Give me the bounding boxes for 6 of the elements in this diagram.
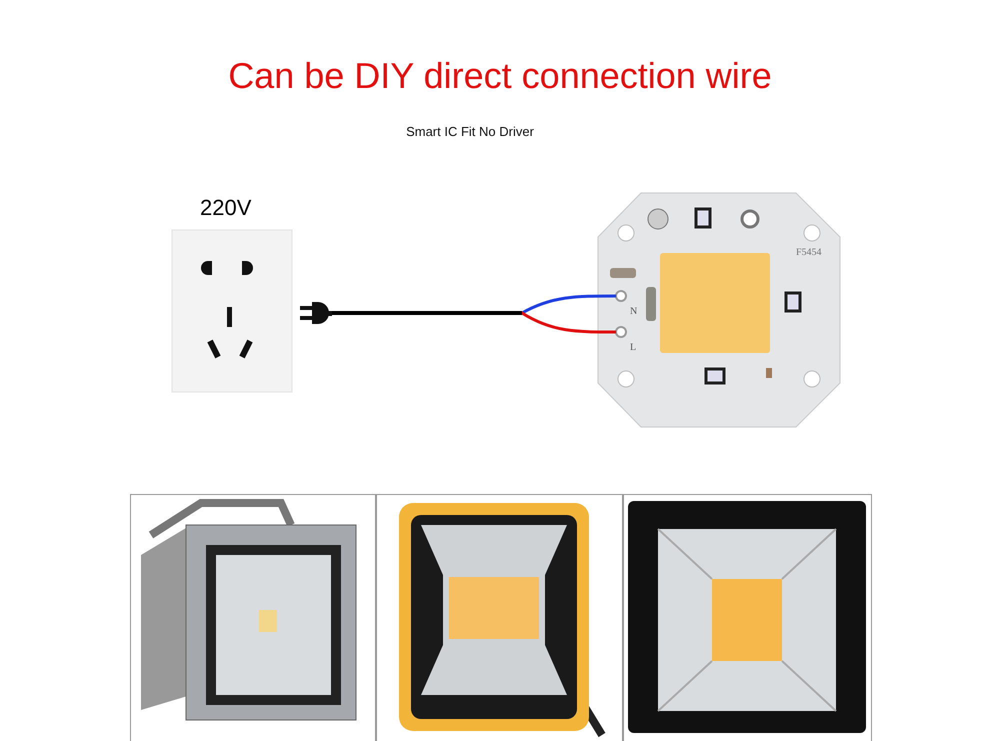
subtitle: Smart IC Fit No Driver: [405, 124, 535, 139]
title: Can be DIY direct connection wire: [227, 55, 773, 97]
terminal-label: L: [630, 342, 636, 353]
part-number-label: F5454: [796, 247, 822, 258]
terminal-label: N: [630, 306, 638, 317]
voltage-label: 220V: [200, 195, 252, 221]
